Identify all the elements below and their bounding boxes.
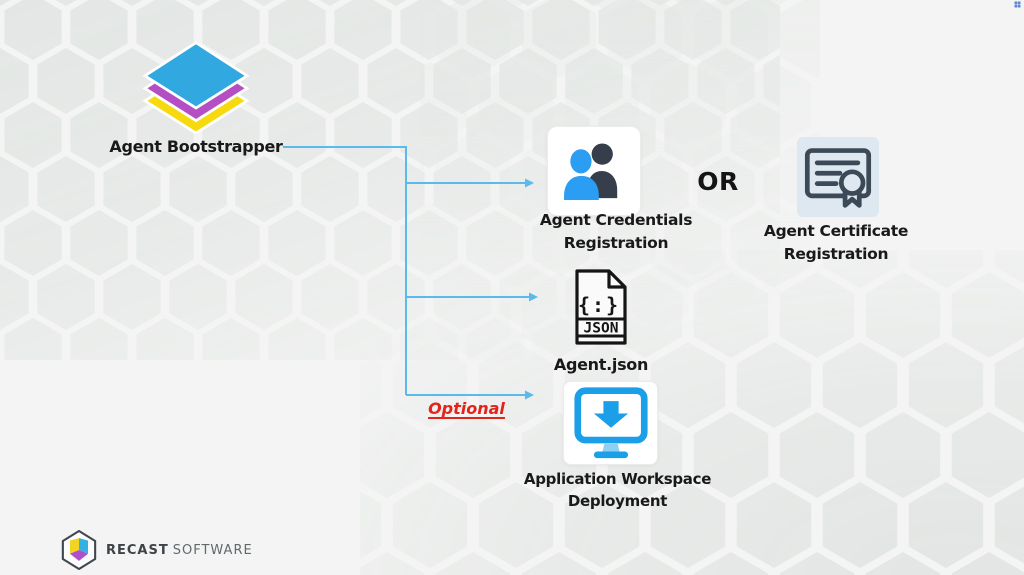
agent-certificate-label-line2: Registration xyxy=(783,245,889,263)
window-grid-icon xyxy=(1014,1,1021,8)
application-workspace-label-line2: Deployment xyxy=(567,492,668,510)
certificate-ribbon-icon xyxy=(804,148,872,208)
or-label: OR xyxy=(697,167,739,196)
hexagon-cube-icon xyxy=(61,529,97,571)
agent-credentials-card xyxy=(547,126,641,216)
layer-stack-icon xyxy=(142,41,250,134)
agent-credentials-label-line2: Registration xyxy=(563,234,669,252)
monitor-download-icon xyxy=(573,387,648,459)
agent-certificate-tile xyxy=(797,137,879,217)
json-braces-glyph: {:} xyxy=(578,293,620,317)
agent-certificate-label: Agent Certificate Registration xyxy=(746,220,926,266)
application-workspace-label: Application Workspace Deployment xyxy=(505,468,730,512)
brand-text-secondary: SOFTWARE xyxy=(172,542,253,558)
optional-label: Optional xyxy=(428,399,505,418)
application-workspace-card xyxy=(563,381,658,465)
json-badge-text: JSON xyxy=(584,321,619,337)
two-users-icon xyxy=(564,143,618,200)
agent-json-label: Agent.json xyxy=(553,355,649,374)
json-file-icon: {:} JSON xyxy=(575,269,627,345)
application-workspace-label-line1: Application Workspace xyxy=(523,470,712,488)
agent-certificate-label-line1: Agent Certificate xyxy=(763,222,909,240)
agent-credentials-label-line1: Agent Credentials xyxy=(539,211,693,229)
agent-bootstrapper-label: Agent Bootstrapper xyxy=(109,137,283,156)
agent-credentials-label: Agent Credentials Registration xyxy=(521,209,711,255)
brand-text-primary: RECAST xyxy=(106,542,169,558)
